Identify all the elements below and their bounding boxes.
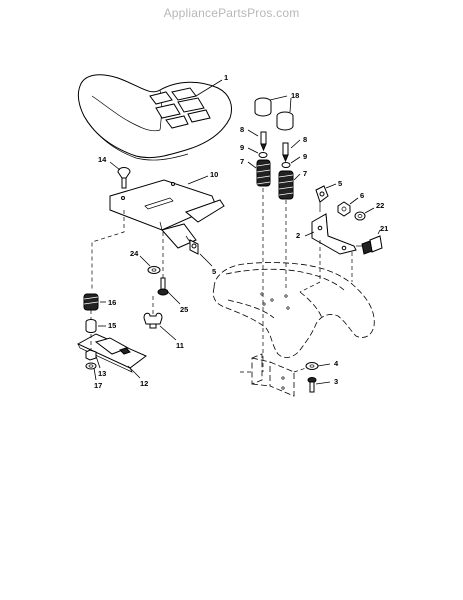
label-22: 22 bbox=[376, 201, 384, 210]
label-24: 24 bbox=[130, 249, 139, 258]
watermark: AppliancePartsPros.com bbox=[163, 6, 300, 20]
label-1: 1 bbox=[224, 73, 228, 82]
bracket-clip-right bbox=[315, 185, 329, 212]
label-10: 10 bbox=[210, 170, 218, 179]
bracket-clip-left bbox=[185, 235, 199, 255]
label-25: 25 bbox=[180, 305, 188, 314]
label-15: 15 bbox=[108, 321, 116, 330]
label-2: 2 bbox=[296, 231, 300, 240]
nut bbox=[337, 201, 351, 217]
springs bbox=[256, 159, 294, 200]
nut-13 bbox=[85, 349, 97, 361]
adjustment-knob bbox=[356, 235, 383, 255]
label-13: 13 bbox=[98, 369, 106, 378]
label-5-right: 5 bbox=[338, 179, 342, 188]
seat-bracket bbox=[311, 213, 357, 255]
slide-plate bbox=[76, 333, 147, 373]
seat-knob bbox=[117, 167, 131, 189]
spring-16 bbox=[83, 293, 99, 311]
label-5-left: 5 bbox=[212, 267, 216, 276]
seat bbox=[77, 74, 232, 161]
washer-17 bbox=[85, 362, 97, 370]
label-8-right: 8 bbox=[303, 135, 307, 144]
spacers bbox=[254, 97, 294, 131]
washer-4 bbox=[305, 362, 319, 370]
spacer-15 bbox=[85, 319, 97, 333]
label-17: 17 bbox=[94, 381, 102, 390]
label-7-right: 7 bbox=[303, 169, 307, 178]
label-9-left: 9 bbox=[240, 143, 244, 152]
washer-right bbox=[281, 162, 291, 168]
label-7-left: 7 bbox=[240, 157, 244, 166]
label-21: 21 bbox=[380, 224, 388, 233]
washer-24 bbox=[147, 266, 161, 274]
bolts bbox=[260, 131, 289, 163]
fender-outline bbox=[212, 262, 375, 358]
label-8-left: 8 bbox=[240, 125, 244, 134]
label-3: 3 bbox=[334, 377, 338, 386]
wing-knob bbox=[143, 312, 163, 329]
label-12: 12 bbox=[140, 379, 148, 388]
label-6: 6 bbox=[360, 191, 364, 200]
label-4: 4 bbox=[334, 359, 339, 368]
lock-washer bbox=[354, 211, 366, 221]
frame-bracket-outline bbox=[251, 353, 295, 397]
label-14: 14 bbox=[98, 155, 107, 164]
label-9-right: 9 bbox=[303, 152, 307, 161]
seat-pan bbox=[109, 179, 225, 249]
label-16: 16 bbox=[108, 298, 116, 307]
label-11: 11 bbox=[176, 341, 184, 350]
label-18: 18 bbox=[291, 91, 299, 100]
bolt-25 bbox=[157, 277, 169, 296]
bolt-3 bbox=[307, 377, 317, 393]
washer-left bbox=[258, 152, 268, 158]
